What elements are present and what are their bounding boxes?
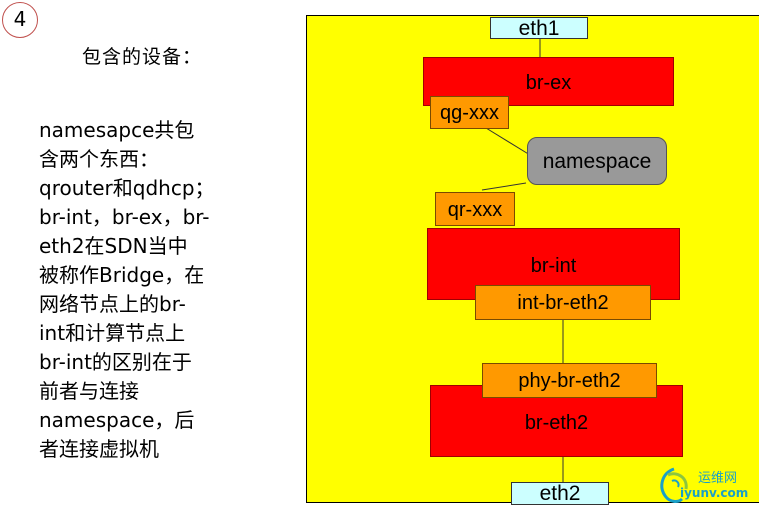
description-line: namespace，后 [39, 408, 195, 432]
description-line: 者连接虚拟机 [39, 437, 159, 461]
watermark: 运维网 iyunv.com [652, 463, 756, 509]
section-heading: 包含的设备： [82, 46, 203, 68]
description-line: namesapce共包 [39, 118, 195, 142]
description-line: eth2在SDN当中 [39, 234, 188, 258]
qg-port: qg-xxx [430, 96, 509, 129]
watermark-top-text: 运维网 [698, 471, 738, 486]
swirl-logo-icon [660, 467, 688, 503]
qr-port: qr-xxx [435, 192, 515, 226]
description-line: 含两个东西： [39, 147, 159, 171]
description-line: 网络节点上的br- [39, 292, 186, 316]
description-line: br-int的区别在于 [39, 350, 192, 374]
description-line: 前者与连接 [39, 379, 139, 403]
br-eth2-label: br-eth2 [524, 412, 589, 434]
phy-br-eth2-port: phy-br-eth2 [482, 363, 657, 398]
description-line: br-int，br-ex，br- [39, 205, 210, 229]
description-line: qrouter和qdhcp； [39, 176, 215, 200]
eth1-interface: eth1 [490, 17, 588, 39]
namespace-node: namespace [527, 137, 667, 185]
br-int-label: br-int [530, 255, 577, 277]
watermark-bottom-text: iyunv.com [680, 486, 749, 500]
slide-number-badge: 4 [2, 2, 38, 38]
description-line: 被称作Bridge，在 [39, 263, 205, 287]
eth2-interface: eth2 [511, 482, 609, 505]
description-text: namesapce共包含两个东西： qrouter和qdhcp； br-int，br… [39, 116, 239, 464]
description-line: int和计算节点上 [39, 321, 186, 345]
int-br-eth2-port: int-br-eth2 [475, 285, 651, 320]
